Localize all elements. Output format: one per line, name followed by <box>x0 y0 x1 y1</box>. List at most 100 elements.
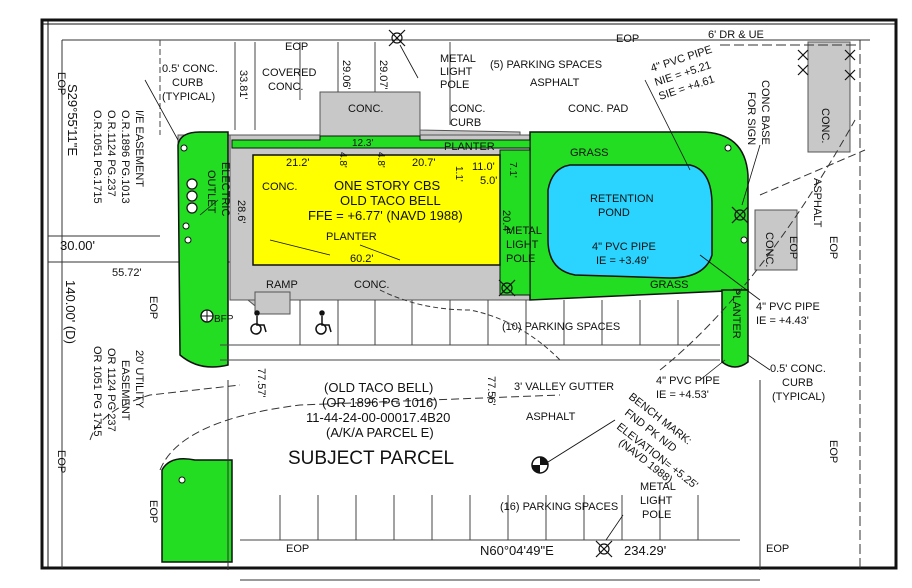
light-pole-icon <box>731 206 749 224</box>
asphalt-label-mid: ASPHALT <box>526 411 576 423</box>
bearing-left: S29°55'11"E <box>65 84 80 156</box>
conc-base-sign-line1: CONC BASE <box>759 80 771 145</box>
ie-easement-line4: O.R.1051 PG.1715 <box>91 110 103 204</box>
curb-right-line3: (TYPICAL) <box>772 391 825 403</box>
benchmark-icon <box>531 419 616 474</box>
curb-typical-line3: (TYPICAL) <box>162 91 215 103</box>
grass-bottom-left <box>161 458 233 563</box>
pvc-right-line1: 4" PVC PIPE <box>756 301 820 313</box>
conc-label-front: CONC. <box>354 279 389 291</box>
handicap-parking-icon <box>315 310 332 335</box>
dim-204: 20.4' <box>500 210 512 234</box>
dim-110: 11.0' <box>472 161 495 173</box>
parcel-line4: (A/K/A PARCEL E) <box>326 425 434 440</box>
covered-conc-line1: COVERED <box>262 67 316 79</box>
eop-label: EOP <box>55 450 67 473</box>
eop-label: EOP <box>827 440 839 463</box>
ie-easement-line3: O.R.1124 PG.237 <box>105 110 117 197</box>
electric-outlet-line1: ELECTRIC <box>219 162 231 216</box>
pvc-bottom-line2: IE = +4.53' <box>656 389 709 401</box>
eop-label: EOP <box>286 543 309 555</box>
retention-pond-line1: RETENTION <box>590 193 654 205</box>
asphalt-label-right: ASPHALT <box>811 178 823 228</box>
pvc-bottom-line1: 4" PVC PIPE <box>656 375 720 387</box>
parking-10-label: (10) PARKING SPACES <box>502 321 620 333</box>
conc-pad-label: CONC. PAD <box>568 103 628 115</box>
eop-label: EOP <box>147 296 159 319</box>
parcel-line2: (OR 1896 PG 1016) <box>322 395 438 410</box>
concrete-sign-base <box>754 209 798 271</box>
dim-48b: 4.8' <box>375 152 386 168</box>
dim-3381: 33.81' <box>237 70 249 100</box>
curb-right-line1: 0.5' CONC. <box>770 363 826 375</box>
bfp-icon <box>200 309 214 323</box>
light-pole-icon <box>388 29 406 47</box>
dim-7757: 77.57' <box>255 368 267 398</box>
grass-label-top: GRASS <box>570 147 609 159</box>
eop-label: EOP <box>766 543 789 555</box>
electric-outlet-icon <box>186 178 198 214</box>
utility-easement-line1: 20' UTILITY <box>133 350 145 409</box>
retention-pond-line2: POND <box>598 207 630 219</box>
light-pole-label-line3: POLE <box>440 79 469 91</box>
light-pole-label-line2: LIGHT <box>440 66 473 78</box>
parking-16-label: (16) PARKING SPACES <box>500 501 618 513</box>
eop-label: EOP <box>616 33 639 45</box>
subject-parcel-title: SUBJECT PARCEL <box>288 448 454 469</box>
covered-conc-line2: CONC. <box>268 81 303 93</box>
asphalt-label: ASPHALT <box>530 77 580 89</box>
dim-207: 20.7' <box>412 157 436 169</box>
light-pole-mid-line1: METAL <box>506 225 542 237</box>
parking-5-label: (5) PARKING SPACES <box>490 59 602 71</box>
pvc-right-line2: IE = +4.43' <box>756 315 809 327</box>
light-pole-label-line1: METAL <box>440 53 476 65</box>
dim-2906: 29.06' <box>340 60 352 90</box>
dim-71: 7.1' <box>507 162 518 178</box>
dim-212: 21.2' <box>286 157 310 169</box>
conc-curb-line2: CURB <box>450 117 481 129</box>
ramp-area <box>254 291 291 315</box>
light-pole-icon <box>498 279 516 297</box>
conc-label-sign: CONC. <box>763 232 775 267</box>
light-pole-bottom-line2: LIGHT <box>640 495 673 507</box>
light-pole-bottom-line1: METAL <box>640 481 676 493</box>
building-footprint <box>252 154 501 266</box>
handicap-parking-icon <box>250 310 267 335</box>
curb-typical-line1: 0.5' CONC. <box>162 63 218 75</box>
concrete-pad-right <box>807 41 851 153</box>
light-pole-icon <box>595 540 613 558</box>
property-boundary <box>40 18 898 570</box>
conc-base-sign-line2: FOR SIGN <box>745 92 757 145</box>
pvc-pond-line2: IE = +3.49' <box>596 255 649 267</box>
dim-5572: 55.72' <box>112 267 142 279</box>
dim-11: 1.1' <box>453 166 464 182</box>
building-line1: ONE STORY CBS <box>334 178 441 193</box>
ie-easement-line2: O.R.1896 PG.1013 <box>119 110 131 204</box>
covered-concrete <box>319 91 421 138</box>
eop-label: EOP <box>827 236 839 259</box>
bfp-label: BFP <box>214 314 234 325</box>
parcel-line1: (OLD TACO BELL) <box>324 380 433 395</box>
utility-easement-line3: OR 1124 PG 237 <box>105 348 117 432</box>
curb-right-line2: CURB <box>782 377 813 389</box>
light-pole-bottom-line3: POLE <box>642 509 671 521</box>
eop-label: EOP <box>55 72 67 95</box>
bearing-bottom: N60°04'49"E <box>480 543 554 558</box>
light-pole-mid-line2: LIGHT <box>506 239 539 251</box>
grass-label-bottom: GRASS <box>650 279 689 291</box>
dim-50: 5.0' <box>480 175 497 187</box>
eop-label: EOP <box>787 236 799 259</box>
dim-286: 28.6' <box>235 200 247 224</box>
conc-label-top: CONC. <box>348 103 383 115</box>
eop-label: EOP <box>285 41 308 53</box>
planter-label-building: PLANTER <box>326 231 377 243</box>
utility-easement-line2: EASEMENT <box>119 360 131 421</box>
building-line3: FFE = +6.77' (NAVD 1988) <box>308 208 463 223</box>
ramp-label: RAMP <box>266 279 298 291</box>
ie-easement-line1: I/E EASEMENT <box>133 110 145 187</box>
planter-label-right: PLANTER <box>730 288 742 339</box>
dr-ue-label: 6' DR & UE <box>708 29 764 41</box>
dim-48a: 4.8' <box>337 152 348 168</box>
conc-label-right: CONC. <box>819 108 831 143</box>
